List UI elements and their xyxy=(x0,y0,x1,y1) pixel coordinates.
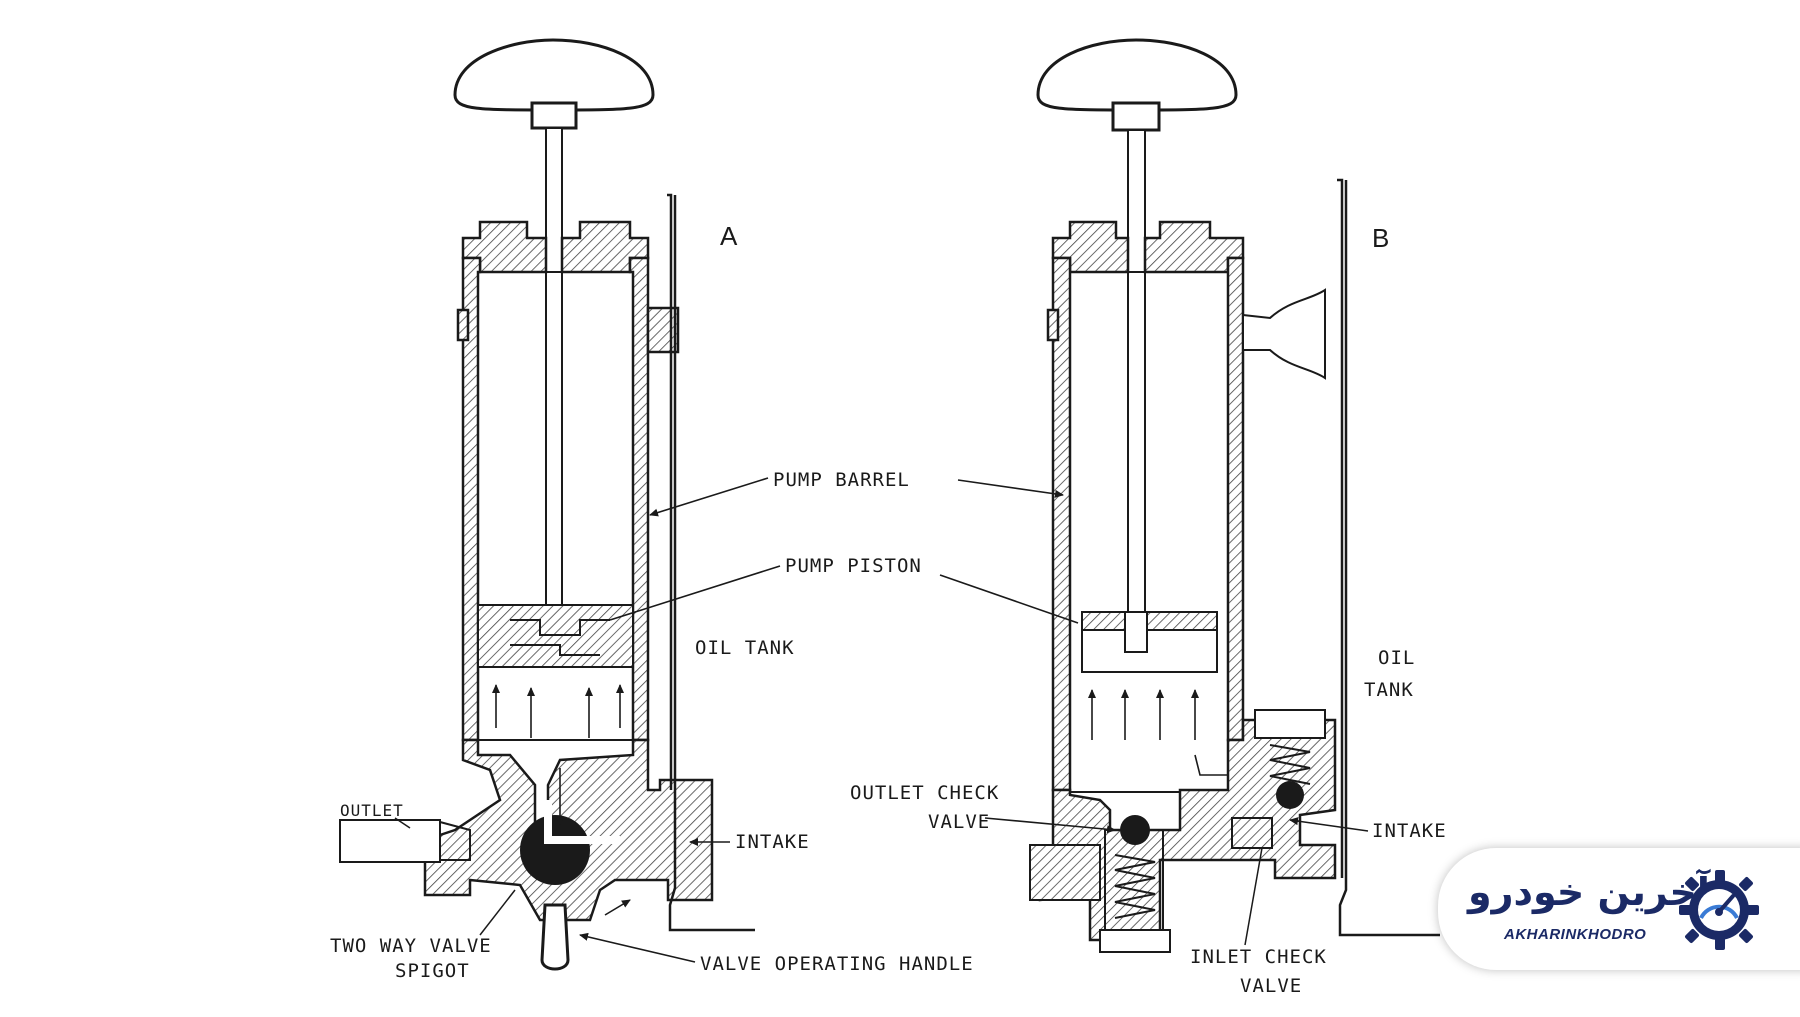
label-intake-b: INTAKE xyxy=(1372,820,1447,842)
label-intake-a: INTAKE xyxy=(735,831,810,853)
label-valve-operating-handle: VALVE OPERATING HANDLE xyxy=(700,953,974,975)
label-two-way-valve-1: TWO WAY VALVE xyxy=(330,935,492,957)
watermark-logo: آخرین خودرو AKHARINKHODRO xyxy=(1438,848,1800,970)
label-outlet: OUTLET xyxy=(340,801,404,820)
figure-b-letter: B xyxy=(1372,223,1389,253)
label-inlet-check-valve-1: INLET CHECK xyxy=(1190,946,1327,968)
flow-arrows-b xyxy=(1088,689,1241,779)
oil-tank-a xyxy=(667,193,755,932)
logo-persian-text: آخرین خودرو xyxy=(1468,870,1710,914)
knob-b xyxy=(1036,38,1238,112)
piston-rod-a xyxy=(545,127,563,609)
gear-speedometer-icon xyxy=(1679,870,1759,950)
label-two-way-valve-2: SPIGOT xyxy=(395,960,470,982)
label-oil-tank-b-2: TANK xyxy=(1364,679,1414,701)
knob-a xyxy=(453,38,655,112)
flow-arrows-a xyxy=(492,684,624,738)
callouts: PUMP BARREL PUMP PISTON OIL TANK OIL TAN… xyxy=(330,469,1447,997)
figure-b: B xyxy=(1029,38,1440,953)
label-pump-barrel: PUMP BARREL xyxy=(773,469,910,491)
oil-tank-b xyxy=(1337,178,1440,937)
two-way-valve-a xyxy=(520,815,590,885)
knob-stem-b xyxy=(1111,101,1161,132)
figure-a: A xyxy=(339,38,755,971)
label-outlet-check-valve-1: OUTLET CHECK xyxy=(850,782,999,804)
outlet-pipe-a xyxy=(339,819,441,863)
mount-bracket-b xyxy=(1242,288,1326,380)
label-pump-piston: PUMP PISTON xyxy=(785,555,922,577)
label-oil-tank-b-1: OIL xyxy=(1378,647,1415,669)
pump-piston-b xyxy=(1081,611,1218,631)
label-inlet-check-valve-2: VALVE xyxy=(1240,975,1302,997)
valve-spigot-a xyxy=(540,903,570,971)
label-outlet-check-valve-2: VALVE xyxy=(928,811,990,833)
outlet-fitting-b xyxy=(1029,844,1101,901)
logo-latin-text: AKHARINKHODRO xyxy=(1504,926,1647,943)
inlet-check-valve-b xyxy=(1254,709,1326,739)
label-oil-tank-a: OIL TANK xyxy=(695,637,795,659)
knob-stem-a xyxy=(530,101,578,130)
piston-rod-b xyxy=(1127,129,1146,651)
valve-body-b xyxy=(1038,718,1337,942)
figure-a-letter: A xyxy=(720,221,738,251)
